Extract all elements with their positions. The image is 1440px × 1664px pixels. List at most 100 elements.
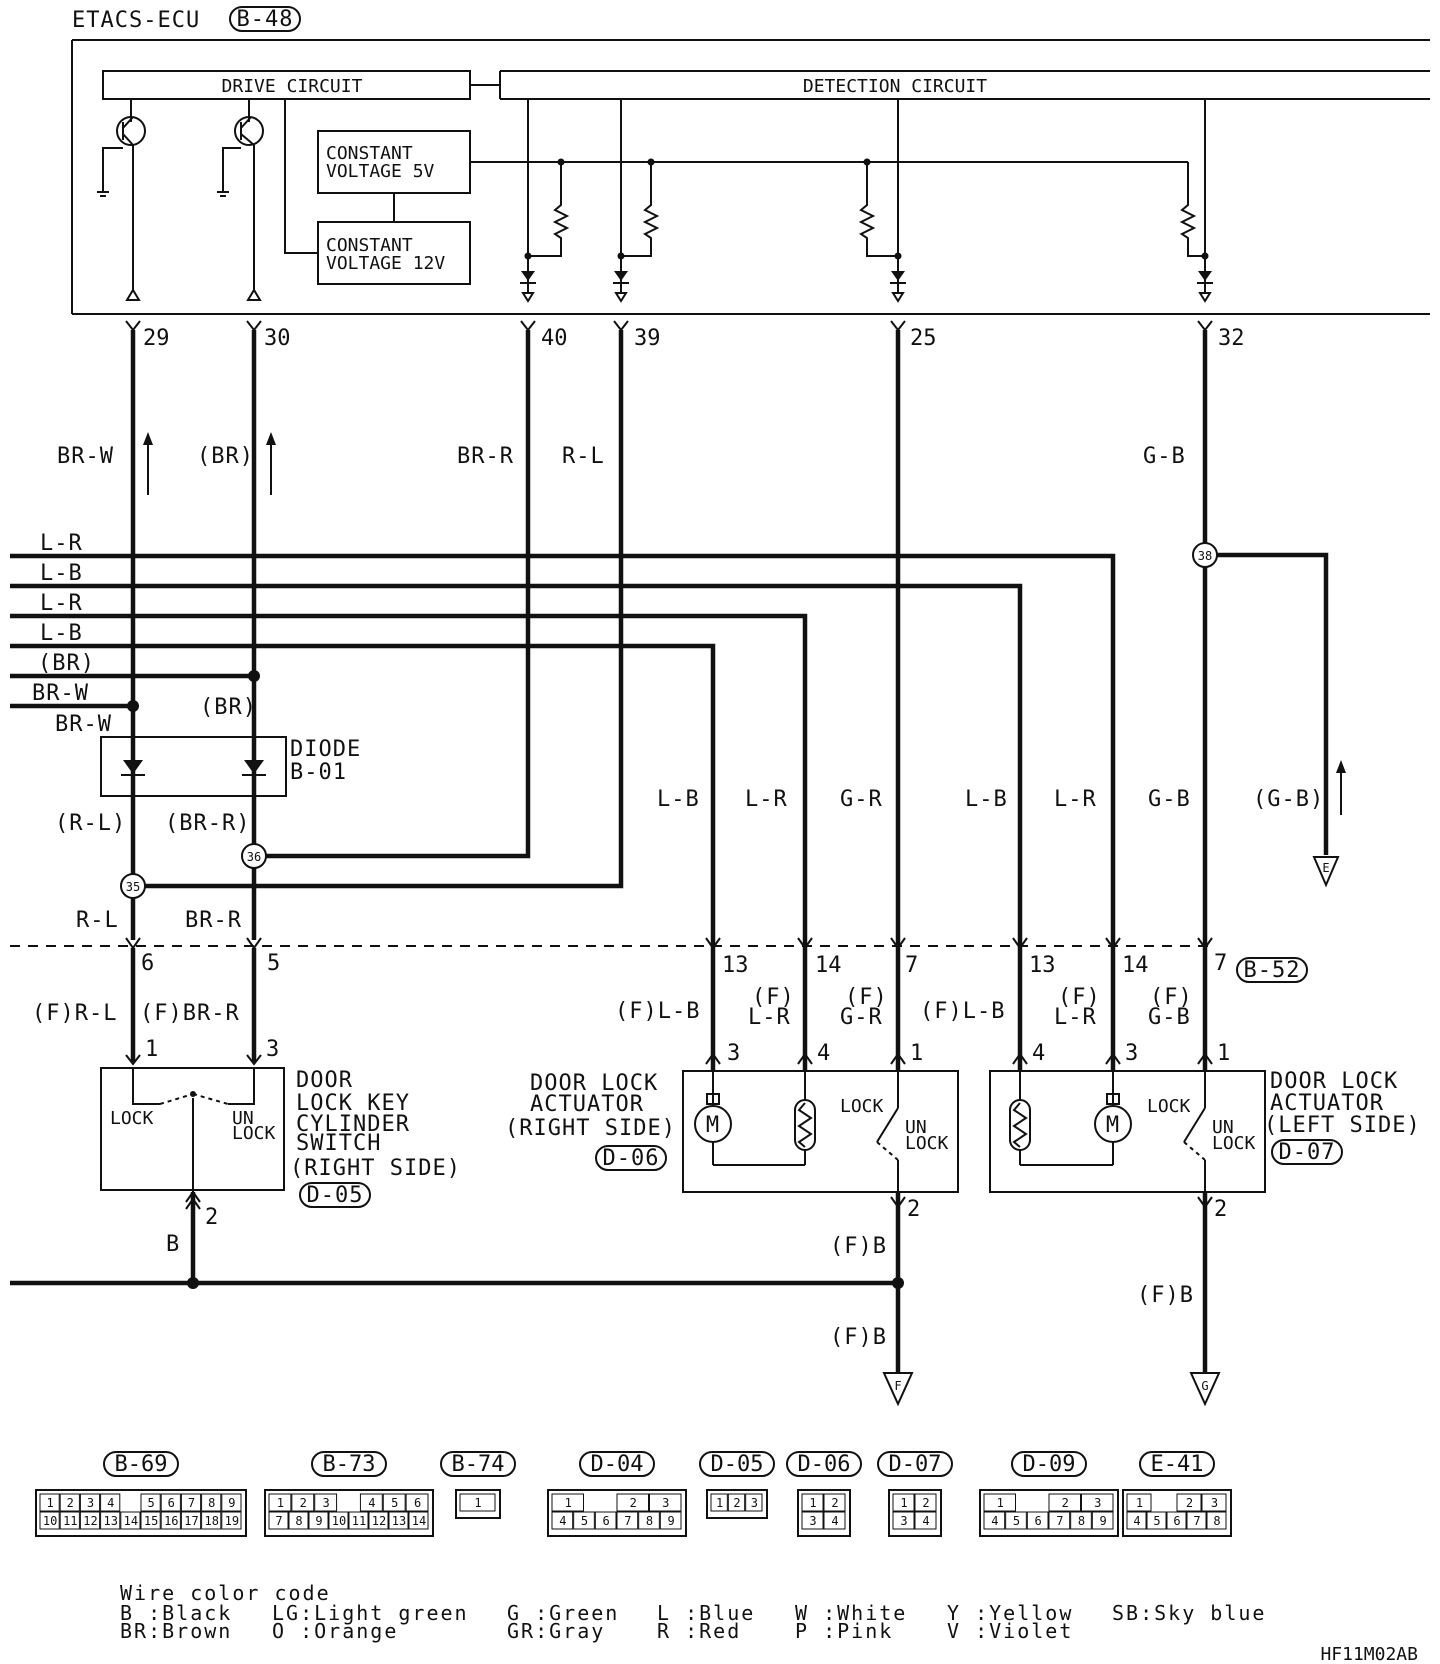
- splice-35: [120, 873, 146, 899]
- connector-pin-cell: [1166, 1511, 1187, 1530]
- connector-pin-number: 8: [1213, 1514, 1220, 1528]
- connector-pin-number: 7: [1056, 1514, 1063, 1528]
- actuator-left-pin-arrows: [1012, 1052, 1213, 1065]
- connector-pin-number: 6: [168, 1496, 175, 1510]
- wire-label-fb-2: (F)B: [830, 1325, 887, 1350]
- actuator-right-pin-4: 4: [817, 1041, 830, 1066]
- wire-label-fb-1: (F)B: [830, 1234, 887, 1259]
- connector-pin-number: 2: [922, 1496, 929, 1510]
- connector-pin-cell: [201, 1511, 222, 1530]
- connector-pin-cell: [573, 1511, 595, 1530]
- connector-pin-cell: [1176, 1493, 1202, 1512]
- connector-pin-cell: [1186, 1511, 1207, 1530]
- connector-pin-cell: [801, 1493, 824, 1512]
- key-switch-pin-arrows: [125, 948, 262, 1066]
- connector-pin-cell: [201, 1493, 222, 1512]
- connector-pin-number: 14: [124, 1514, 138, 1528]
- connector-pin-number: 8: [1078, 1514, 1085, 1528]
- connector-pin-number: 14: [412, 1514, 426, 1528]
- resistor-symbol: [1179, 162, 1205, 257]
- motor-icon: M: [694, 1071, 732, 1165]
- legend-entry: O :Orange: [272, 1619, 398, 1643]
- connector-id-badge: [440, 1451, 516, 1477]
- connector-pin-cell: [1070, 1511, 1092, 1530]
- connector-pin-number: 1: [900, 1496, 907, 1510]
- b52-pin: 6: [141, 951, 154, 976]
- connector-pin-number: 15: [144, 1514, 158, 1528]
- actuator-right-name-2: ACTUATOR: [530, 1092, 644, 1117]
- terminal-g: G: [1189, 1372, 1221, 1407]
- connector-pin-cell: [1026, 1511, 1049, 1530]
- b52-pin: 5: [267, 951, 280, 976]
- wire-label-r-l: R-L: [562, 444, 605, 469]
- wire-label-br-w: BR-W: [57, 444, 114, 469]
- actuator-right-switch: [876, 1071, 899, 1192]
- connector-pin-number: 3: [900, 1514, 907, 1528]
- connector-pin-cell: [892, 1511, 915, 1530]
- connector-pin-number: 16: [164, 1514, 178, 1528]
- bus-label-3: L-R: [40, 591, 83, 616]
- connector-id: D-07: [889, 1452, 942, 1477]
- connector-pin-number: 1: [809, 1496, 816, 1510]
- legend-entry: P :Pink: [795, 1619, 893, 1643]
- key-switch-lock: LOCK: [110, 1108, 154, 1129]
- diode-symbol: [242, 760, 266, 776]
- resistor-symbol: [858, 162, 898, 257]
- connector-pin-cell: [268, 1511, 289, 1530]
- connector-pin-cell: [382, 1493, 406, 1512]
- f-label-d06-gf: (F): [845, 985, 888, 1010]
- connector-pin-number: 7: [624, 1514, 631, 1528]
- actuator-right-connector-badge: [595, 1145, 667, 1171]
- current-arrow: [1336, 760, 1346, 815]
- connector-pin-cell: [1048, 1511, 1071, 1530]
- connector-pin-cell: [408, 1511, 429, 1530]
- svg-text:36: 36: [247, 850, 261, 864]
- connector-pin-cell: [616, 1511, 639, 1530]
- connector-pin-number: 6: [603, 1514, 610, 1528]
- svg-text:M: M: [1106, 1113, 1120, 1138]
- b52-pin: 14: [815, 953, 842, 978]
- connector-pin-cell: [801, 1511, 824, 1530]
- actuator-right-unlock: LOCK: [905, 1133, 949, 1154]
- ecu-connector-label: B-48: [237, 7, 294, 32]
- key-switch-pin-2: 2: [205, 1205, 218, 1230]
- legend-title: Wire color code: [120, 1581, 331, 1605]
- connector-pin-cell: [79, 1511, 101, 1530]
- ecu-pin-39: 39: [634, 326, 661, 351]
- connector-pin-number: 6: [1173, 1514, 1180, 1528]
- wire-label-g-b: G-B: [1143, 444, 1186, 469]
- svg-text:E: E: [1322, 861, 1329, 875]
- wire-label-d06-gr: G-R: [840, 787, 883, 812]
- ecu-pin-32: 32: [1218, 326, 1245, 351]
- connector-pin-number: 1: [716, 1496, 723, 1510]
- connector-body: [264, 1489, 434, 1537]
- actuator-right-box: [682, 1070, 959, 1193]
- connector-pin-cell: [39, 1511, 60, 1530]
- wire-label-gb-paren: (G-B): [1253, 787, 1324, 812]
- diode-title: DIODE: [290, 737, 361, 762]
- key-switch-pin-3: 3: [266, 1037, 279, 1062]
- f-label-d06-f: (F): [752, 985, 795, 1010]
- legend-entry: Y :Yellow: [947, 1601, 1073, 1625]
- diode-out-right: (BR-R): [165, 811, 250, 836]
- connector-pin-number: 2: [1062, 1496, 1069, 1510]
- connector-pin-number: 7: [188, 1496, 195, 1510]
- connector-pin-cell: [388, 1511, 409, 1530]
- connector-pin-cell: [160, 1511, 181, 1530]
- connector-pin-number: 4: [991, 1514, 998, 1528]
- connector-id: B-74: [452, 1452, 505, 1477]
- connector-pin-cell: [594, 1511, 617, 1530]
- wire-label-d07-lb: L-B: [965, 787, 1008, 812]
- connector-pin-number: 9: [1100, 1514, 1107, 1528]
- legend-entry: LG:Light green: [272, 1601, 469, 1625]
- actuator-left-name-1: DOOR LOCK: [1270, 1069, 1398, 1094]
- transistor-symbol: [97, 99, 146, 301]
- connector-pin-cell: [1048, 1493, 1081, 1512]
- connector-pin-number: 3: [662, 1496, 669, 1510]
- connector-pin-number: 11: [63, 1514, 77, 1528]
- connector-id-badge: [103, 1451, 179, 1477]
